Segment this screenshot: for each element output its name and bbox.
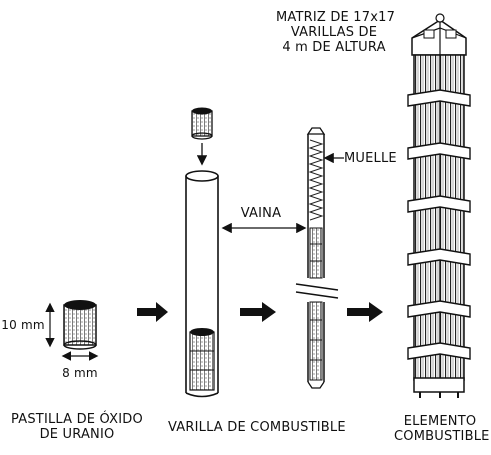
pellet-caption: PASTILLA DE ÓXIDO DE URANIO: [2, 412, 152, 442]
pellet-being-inserted: [191, 107, 213, 140]
matrix-label-line-1: MATRIZ DE 17x17: [276, 10, 396, 25]
process-arrow-1: [137, 302, 168, 322]
assembled-rod: [306, 127, 326, 389]
process-arrow-2: [240, 302, 276, 322]
pellet-caption-line-2: DE URANIO: [39, 427, 115, 442]
spring-coil: [308, 139, 324, 221]
spring-label: MUELLE: [344, 151, 397, 166]
fuel-rod-pellets: [189, 328, 215, 391]
sheath-label: VAINA: [240, 206, 282, 221]
matrix-label: MATRIZ DE 17x17 VARILLAS DE 4 m DE ALTUR…: [276, 10, 396, 55]
pellet-height-label: 10 mm: [1, 318, 45, 332]
fuel-element-caption-line-2: COMBUSTIBLE: [394, 429, 490, 444]
fuel-element-caption-line-1: ELEMENTO: [403, 414, 477, 429]
process-arrow-3: [347, 302, 383, 322]
rod-break-marks: [295, 283, 339, 299]
matrix-label-line-3: 4 m DE ALTURA: [282, 40, 386, 55]
matrix-label-line-2: VARILLAS DE: [290, 25, 378, 40]
fuel-assembly: [407, 13, 471, 398]
fuel-rod-caption: VARILLA DE COMBUSTIBLE: [168, 420, 346, 435]
pellet-caption-line-1: PASTILLA DE ÓXIDO: [11, 412, 143, 427]
assembled-rod-pellets: [309, 227, 323, 381]
pellet-width-label: 8 mm: [62, 366, 98, 380]
fuel-element-caption: ELEMENTO COMBUSTIBLE: [394, 414, 490, 444]
uranium-pellet: [63, 300, 97, 350]
fuel-rod-tube: [185, 170, 219, 398]
